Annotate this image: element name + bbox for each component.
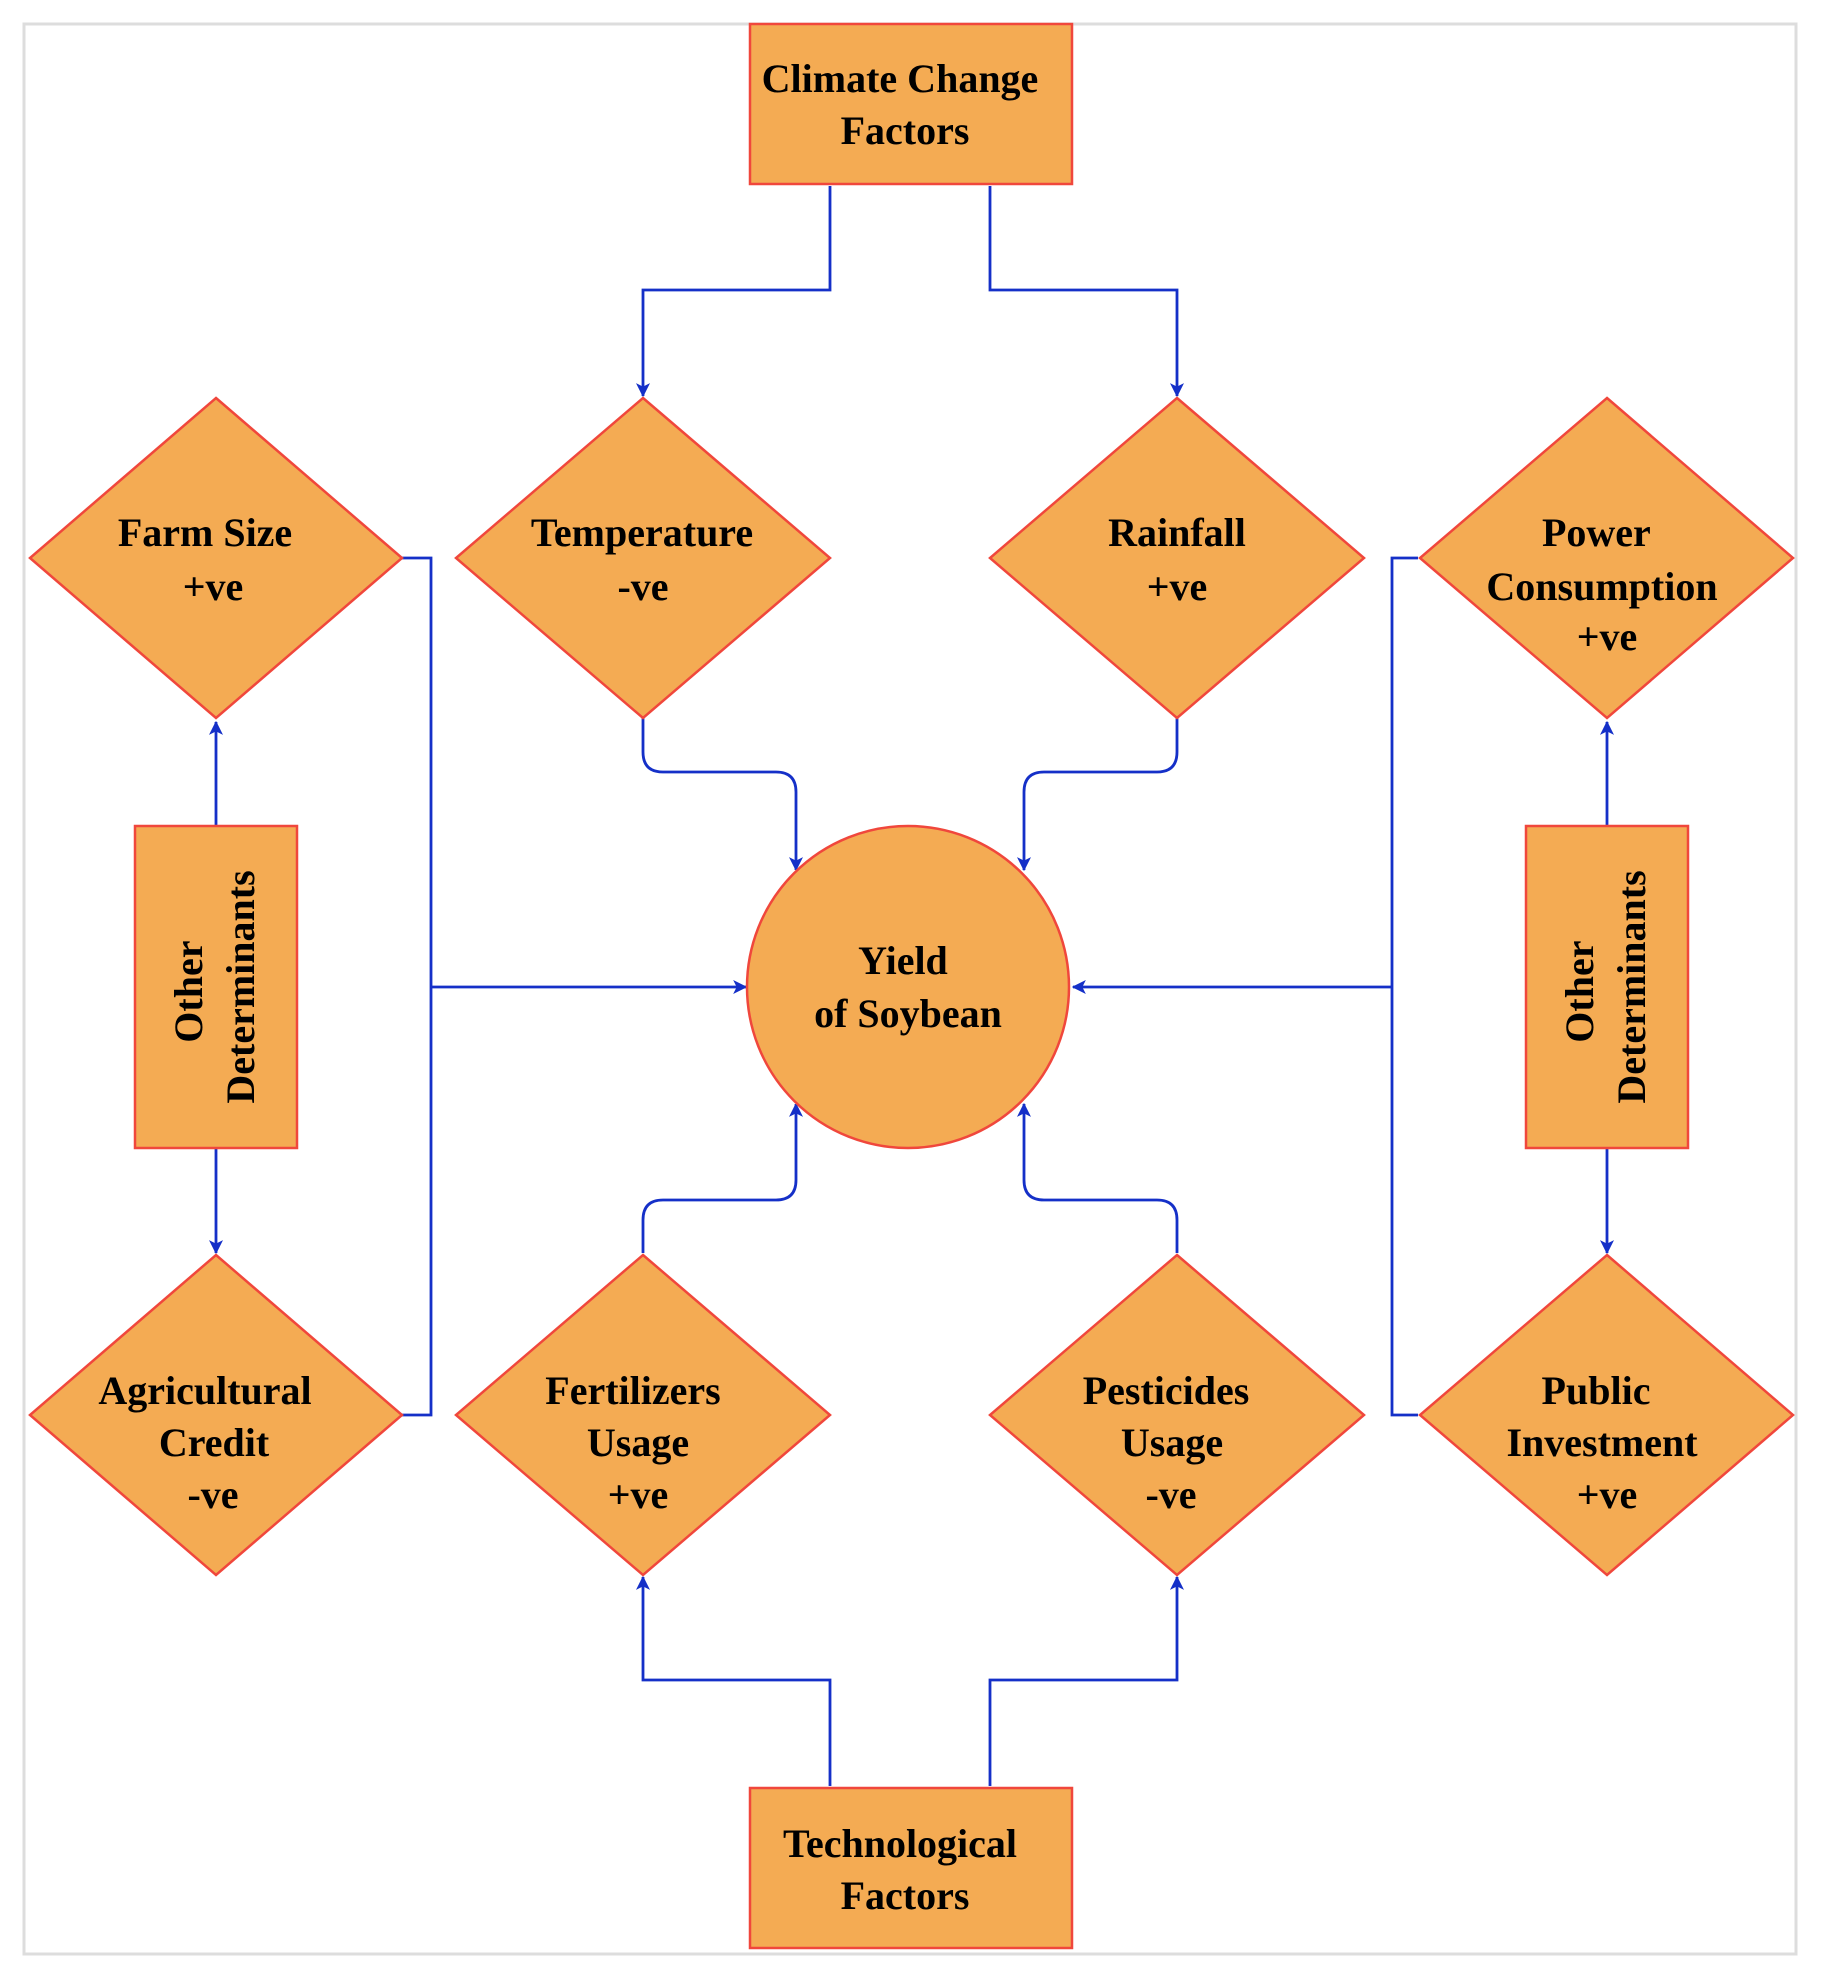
temperature-label: Temperature -ve <box>531 510 763 609</box>
connector-pesticides-to-yield <box>1017 1102 1179 1253</box>
fertilizers-usage-label: Fertilizers Usage +ve <box>545 1368 730 1517</box>
node-technological-factors: Technological Factors <box>748 1786 1074 1950</box>
connector-climate-to-rainfall <box>988 186 1184 398</box>
node-fertilizers-usage: Fertilizers Usage +ve <box>454 1253 832 1577</box>
pesticides-usage-label: Pesticides Usage -ve <box>1083 1368 1260 1517</box>
connector-rainfall-to-yield <box>1017 718 1179 872</box>
connector-technological-to-fertilizers <box>636 1575 832 1786</box>
connectors <box>209 186 1614 1786</box>
connector-temperature-to-yield <box>641 718 803 872</box>
rainfall-label: Rainfall +ve <box>1108 510 1256 609</box>
agricultural-credit-label: Agricultural Credit -ve <box>98 1368 321 1517</box>
node-agricultural-credit: Agricultural Credit -ve <box>28 1253 404 1577</box>
node-public-investment: Public Investment +ve <box>1418 1253 1795 1577</box>
node-other-determinants-right: Other Determinants <box>1524 824 1690 1150</box>
node-power-consumption: Power Consumption +ve <box>1418 396 1795 720</box>
connector-right-bus <box>1390 556 1418 1417</box>
yield-of-soybean-label: Yield of Soybean <box>814 938 1002 1036</box>
farm-size-label: Farm Size +ve <box>118 510 302 609</box>
connector-technological-to-pesticides <box>988 1575 1184 1786</box>
connector-left-bus <box>402 556 433 1417</box>
connector-climate-to-temperature <box>636 186 832 398</box>
power-consumption-label: Power Consumption +ve <box>1486 510 1727 659</box>
other-determinants-left-label: Other Determinants <box>166 870 263 1103</box>
connector-fertilizers-to-yield <box>641 1102 803 1253</box>
node-temperature: Temperature -ve <box>454 396 832 720</box>
node-rainfall: Rainfall +ve <box>988 396 1366 720</box>
node-other-determinants-left: Other Determinants <box>133 824 299 1150</box>
node-pesticides-usage: Pesticides Usage -ve <box>988 1253 1366 1577</box>
other-determinants-right-label: Other Determinants <box>1557 870 1654 1103</box>
node-yield-of-soybean: Yield of Soybean <box>745 824 1071 1150</box>
climate-change-label: Climate Change Factors <box>762 56 1049 153</box>
node-climate-change: Climate Change Factors <box>748 22 1074 186</box>
public-investment-label: Public Investment +ve <box>1506 1368 1707 1517</box>
node-farm-size: Farm Size +ve <box>28 396 404 720</box>
technological-factors-label: Technological Factors <box>783 1821 1027 1918</box>
